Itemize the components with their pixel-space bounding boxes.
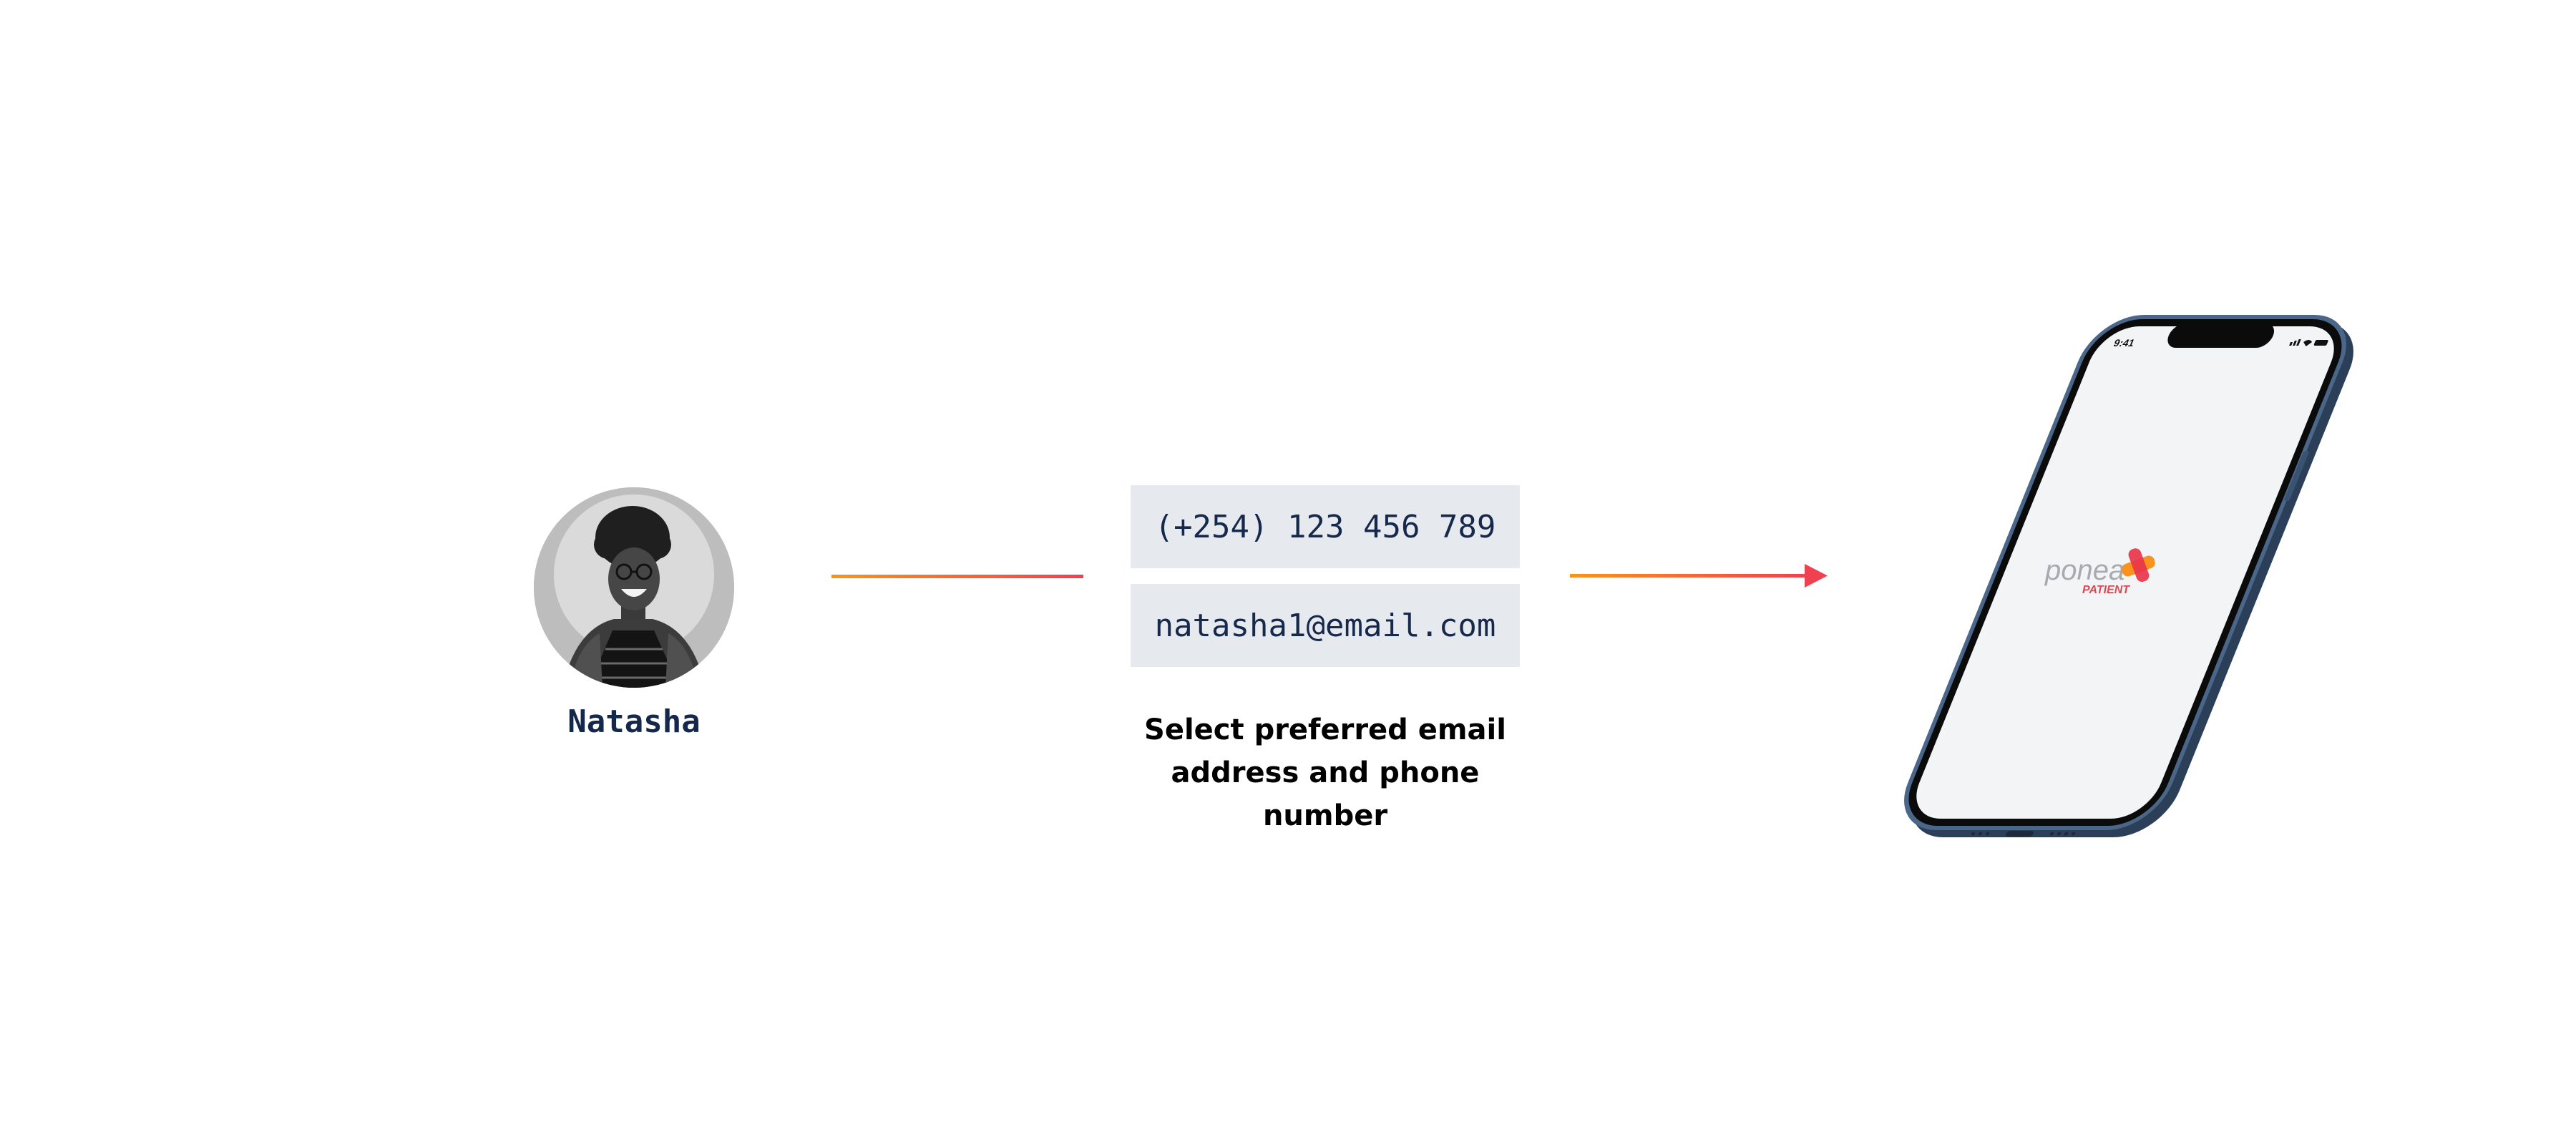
user-avatar: [534, 487, 734, 688]
brand-wordmark: ponea: [2044, 555, 2124, 586]
connector-line: [831, 575, 1083, 578]
arrow-head-icon: [1805, 564, 1828, 588]
battery-icon: [2313, 340, 2328, 346]
ponea-patient-logo: ponea PATIENT: [2044, 548, 2155, 596]
phone-notch: [2167, 323, 2275, 348]
bottom-speaker-icon: [1971, 832, 2076, 836]
brand-subtitle: PATIENT: [2082, 584, 2130, 596]
instruction-text: Select preferred email address and phone…: [1144, 713, 1506, 832]
side-button: [2284, 451, 2309, 501]
wifi-icon: [2303, 340, 2313, 346]
user-name: Natasha: [567, 703, 701, 740]
user-profile: Natasha: [534, 487, 734, 740]
cellular-signal-icon: [2289, 339, 2301, 346]
status-time: 9:41: [2112, 338, 2136, 349]
user-photo: [534, 487, 734, 688]
email-address-chip: natasha1@email.com: [1131, 584, 1520, 667]
charging-port: [2006, 831, 2034, 837]
phone-number-chip: (+254) 123 456 789: [1131, 485, 1520, 568]
brand-cross-icon: [2121, 548, 2155, 583]
connector-arrow: [1570, 564, 1828, 588]
phone-mockup: 9:41 ponea PA: [1875, 308, 2376, 837]
